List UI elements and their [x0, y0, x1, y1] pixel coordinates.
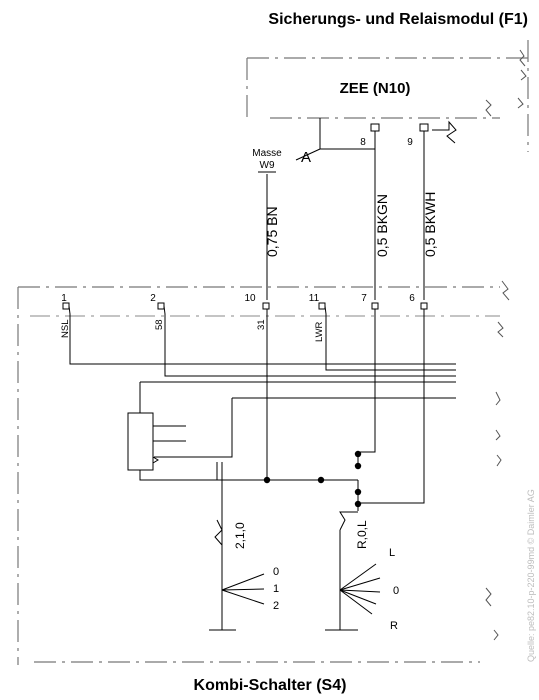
fuse-relay-module-title: Sicherungs- und Relaismodul (F1)	[268, 11, 528, 28]
zee-module-label: ZEE (N10)	[340, 80, 411, 97]
switch-right-pos-l: L	[389, 547, 395, 559]
ground-w9-label: W9	[260, 160, 275, 171]
combination-switch-title: Kombi-Schalter (S4)	[194, 677, 347, 694]
svg-text:10: 10	[244, 293, 256, 304]
pin-name-nsl: NSL	[60, 320, 71, 338]
zee-pin-8: 8	[360, 123, 380, 148]
svg-text:9: 9	[407, 137, 413, 148]
switch-left-pos-1: 1	[273, 583, 279, 595]
zee-pin-9: 9	[407, 123, 429, 148]
svg-text:1: 1	[61, 293, 67, 304]
pin-name-lwr: LWR	[314, 321, 325, 342]
ground-point-a-label: A	[301, 149, 311, 166]
switch-left-label: 2,1,0	[233, 522, 247, 549]
switch-right: R,0,L L 0 R	[339, 520, 399, 632]
switch-left-pos-2: 2	[273, 600, 279, 612]
wire-label-0-5-bkwh: 0,5 BKWH	[422, 192, 438, 257]
svg-text:6: 6	[409, 293, 415, 304]
wire-label-0-5-bkgn: 0,5 BKGN	[374, 194, 390, 257]
switch-left-pos-0: 0	[273, 566, 279, 578]
fuse-relay-module-border	[246, 40, 529, 152]
source-note: Quelle: pe82.10-p-220-99md © Daimler AG	[526, 489, 536, 662]
svg-text:7: 7	[361, 293, 367, 304]
s4-pin-10: 10	[244, 293, 270, 310]
svg-text:2: 2	[150, 293, 156, 304]
combination-switch-border	[17, 280, 510, 665]
switch-right-pos-r: R	[390, 620, 398, 632]
s4-pin-11: 11	[309, 293, 327, 315]
switch-right-label: R,0,L	[355, 520, 369, 549]
svg-text:8: 8	[360, 137, 366, 148]
s4-pin-1: 1	[61, 293, 71, 315]
ground-masse-label: Masse	[252, 148, 282, 159]
wire-label-0-75-bn: 0,75 BN	[264, 206, 280, 257]
s4-internal-wiring	[69, 309, 456, 631]
junction-dots	[263, 450, 362, 508]
switch-right-pos-0: 0	[393, 585, 399, 597]
s4-pin-2: 2	[150, 293, 166, 315]
pin-name-31: 31	[256, 319, 267, 330]
pin-name-58: 58	[154, 319, 165, 330]
switch-left: 2,1,0 0 1 2	[221, 522, 279, 612]
svg-text:11: 11	[309, 293, 320, 304]
